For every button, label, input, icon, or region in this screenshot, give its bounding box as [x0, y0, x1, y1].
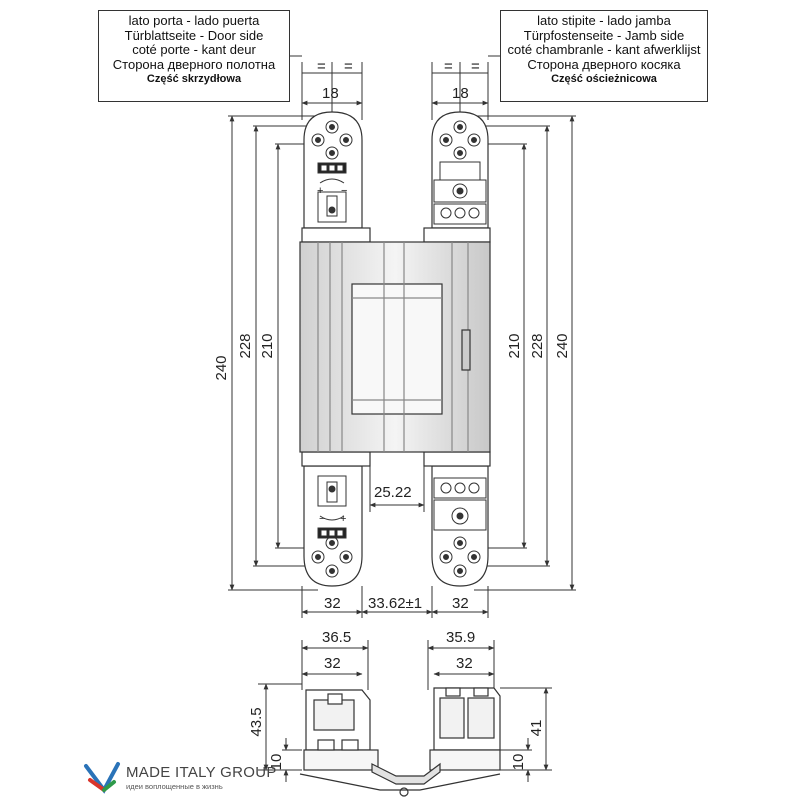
dim-side-36-5: 36.5 — [322, 629, 351, 646]
jamb-side-label-fr: coté chambranle - kant afwerklijst — [507, 42, 701, 57]
door-side-label-box: lato porta - lado puerta Türblattseite -… — [98, 10, 290, 102]
bottom-width-dimensions — [301, 586, 489, 618]
door-side-label-fr: coté porte - kant deur — [132, 42, 256, 57]
dim-side-10-left: 10 — [268, 754, 285, 771]
side-view-dimensions — [258, 640, 552, 782]
dim-bottom-left: 32 — [324, 595, 341, 612]
door-side-label-pl: Część skrzydłowa — [146, 73, 242, 85]
jamb-side-label-ru: Сторона дверного косяка — [527, 56, 681, 72]
dim-height-210-right: 210 — [506, 333, 523, 358]
left-adjustment-slots — [317, 162, 347, 539]
dim-height-228-left: 228 — [237, 333, 254, 358]
jamb-side-label-de: Türpfostenseite - Jamb side — [523, 27, 685, 43]
dim-side-35-9: 35.9 — [446, 629, 475, 646]
door-side-label-de: Türblattseite - Door side — [124, 27, 264, 43]
jamb-side-label-box: lato stipite - lado jamba Türpfostenseit… — [500, 10, 708, 102]
dim-top-width-right: 18 — [452, 85, 469, 102]
dim-side-32-left: 32 — [324, 655, 341, 672]
left-height-dimensions — [228, 115, 318, 591]
hinge-side-view — [299, 687, 501, 797]
door-side-label-ru: Сторона дверного полотна — [112, 56, 276, 72]
eq-mark-left-b: = — [344, 58, 353, 75]
dim-bottom-center: 33.62±1 — [368, 595, 422, 612]
dim-height-240-right: 240 — [554, 333, 571, 358]
eq-mark-right-b: = — [471, 58, 480, 75]
dim-side-43-5: 43.5 — [248, 707, 265, 736]
dim-height-210-left: 210 — [259, 333, 276, 358]
dim-side-10-right: 10 — [510, 754, 527, 771]
dim-side-32-right: 32 — [456, 655, 473, 672]
brand-logo: MADE ITALY GROUP идеи воплощенные в жизн… — [82, 760, 322, 798]
brand-name: MADE ITALY GROUP — [126, 764, 277, 781]
minus-mark-bottom: − — [319, 513, 325, 525]
top-width-dimensions — [301, 62, 489, 120]
plate-screw-holes — [311, 120, 481, 578]
door-side-label-it: lato porta - lado puerta — [128, 13, 260, 28]
dim-height-240-left: 240 — [213, 355, 230, 380]
plus-mark-bottom: + — [340, 513, 346, 525]
dim-offset-25-22: 25.22 — [374, 484, 412, 501]
jamb-side-label-it: lato stipite - lado jamba — [537, 13, 671, 28]
right-adjustment-mechanism — [433, 161, 487, 531]
eq-mark-left-a: = — [317, 58, 326, 75]
dim-height-228-right: 228 — [529, 333, 546, 358]
eq-mark-right-a: = — [444, 58, 453, 75]
dim-bottom-right: 32 — [452, 595, 469, 612]
brand-mark-icon — [84, 762, 120, 794]
dim-side-41: 41 — [528, 720, 545, 737]
plus-mark-top: + — [317, 185, 323, 197]
jamb-side-label-pl: Część ościeżnicowa — [551, 73, 657, 85]
brand-tagline: идеи воплощенные в жизнь — [126, 782, 223, 791]
dim-top-width-left: 18 — [322, 85, 339, 102]
minus-mark-top: − — [341, 185, 347, 197]
offset-dimension — [369, 466, 425, 512]
